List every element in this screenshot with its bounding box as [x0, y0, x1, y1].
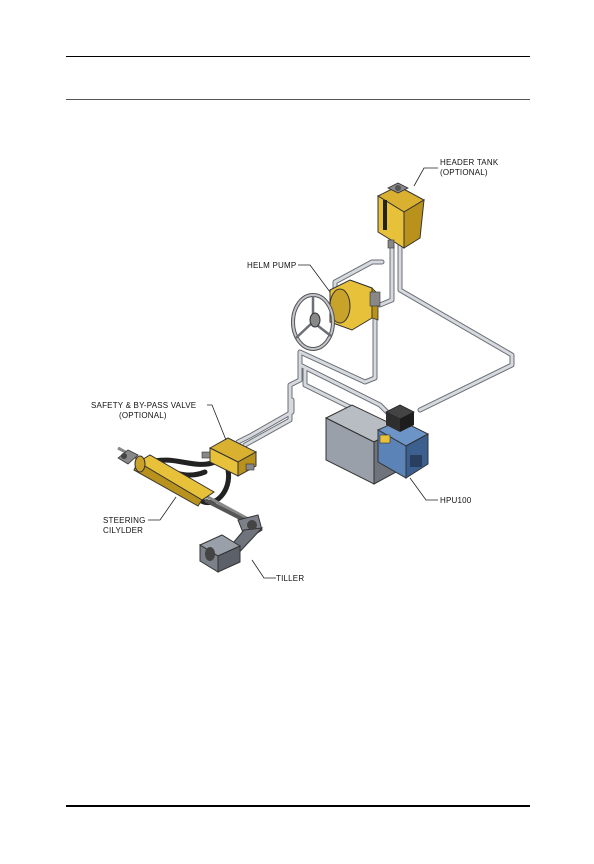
safety-valve-label-line-1: SAFETY & BY-PASS VALVE [91, 401, 196, 410]
label-steering-cylinder: STEERING CILYLDER [103, 516, 146, 535]
footer-rule [66, 805, 530, 807]
steering-cylinder [117, 446, 251, 524]
header-tank [376, 182, 426, 249]
safety-valve-label-line-2: (OPTIONAL) [119, 411, 167, 420]
hpu100-unit [324, 404, 430, 485]
leader-lines [148, 167, 438, 579]
tiller [198, 514, 264, 573]
label-tiller: TILLER [276, 574, 304, 583]
label-helm-pump: HELM PUMP [247, 261, 296, 270]
rigid-pipes [235, 242, 515, 448]
tiller-label: TILLER [276, 574, 304, 583]
steering-cylinder-label-line-2: CILYLDER [103, 526, 143, 535]
header-tank-label-line-1: HEADER TANK [440, 158, 499, 167]
header-tank-label-line-2: (OPTIONAL) [440, 168, 488, 177]
helm-wheel [291, 293, 335, 351]
helm-pump-label: HELM PUMP [247, 261, 296, 270]
steering-cylinder-label-line-1: STEERING [103, 516, 146, 525]
header-rule [66, 56, 530, 57]
safety-bypass-valve [201, 437, 258, 477]
helm-pump [329, 279, 381, 331]
label-safety-valve: SAFETY & BY-PASS VALVE (OPTIONAL) [91, 401, 196, 420]
label-hpu: HPU100 [440, 496, 472, 505]
section-rule [66, 99, 530, 100]
hpu-label: HPU100 [440, 496, 472, 505]
label-header-tank: HEADER TANK (OPTIONAL) [440, 158, 499, 177]
